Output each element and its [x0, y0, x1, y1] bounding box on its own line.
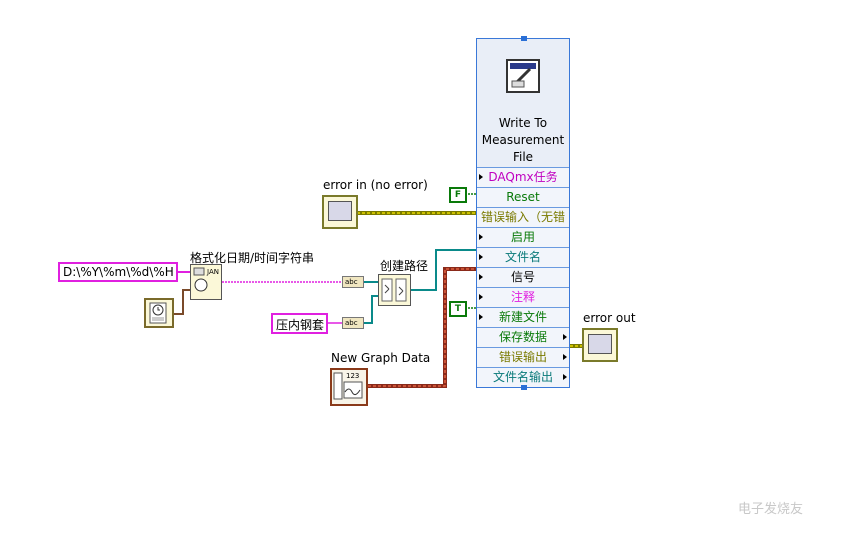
terminal-label: 保存数据 [498, 330, 547, 344]
terminal-label: 错误输入（无错 [480, 210, 565, 224]
terminal-row[interactable]: 信号 [477, 267, 569, 287]
calendar-clock-icon [193, 267, 208, 292]
format-datetime-label: 格式化日期/时间字符串 [190, 251, 315, 265]
new-file-true-constant[interactable]: T [449, 301, 467, 317]
error-out-indicator[interactable] [582, 328, 618, 362]
input-arrow-icon [479, 254, 483, 260]
express-vi-header: Write To Measurement File [477, 39, 569, 167]
resize-handle-bottom[interactable] [521, 385, 527, 390]
terminal-list: DAQmx任务 Reset 错误输入（无错启用文件名信号注释新建文件保存数据错误输出… [477, 167, 569, 387]
terminal-label: 启用 [510, 230, 535, 244]
input-arrow-icon [479, 234, 483, 240]
terminal-row[interactable]: 错误输入（无错 [477, 207, 569, 227]
error-cluster-icon [588, 334, 612, 354]
input-arrow-icon [479, 314, 483, 320]
terminal-label: 信号 [510, 270, 535, 284]
waveform-icon [333, 372, 363, 400]
error-cluster-icon [328, 201, 352, 221]
watermark-logo: 电子发烧友 [738, 502, 804, 517]
error-out-label: error out [583, 311, 636, 325]
write-file-icon [506, 59, 540, 93]
express-vi-title: Write To Measurement File [481, 116, 565, 164]
format-datetime-node[interactable]: JAN [190, 264, 222, 300]
format-node-text: JAN [207, 268, 219, 276]
terminal-row[interactable]: 文件名 [477, 247, 569, 267]
terminal-label: 错误输出 [498, 350, 547, 364]
terminal-label: 文件名 [504, 250, 541, 264]
get-datetime-node[interactable] [144, 298, 174, 328]
output-arrow-icon [563, 354, 567, 360]
build-path-node[interactable] [378, 274, 411, 306]
output-arrow-icon [563, 334, 567, 340]
graph-indicator-text: 123 [346, 372, 360, 380]
name-string-constant[interactable]: 压内钢套 [271, 313, 328, 334]
output-arrow-icon [563, 374, 567, 380]
format-string-constant[interactable]: D:\%Y\%m\%d\%H [58, 262, 178, 282]
new-graph-data-label: New Graph Data [331, 351, 431, 365]
input-arrow-icon [479, 274, 483, 280]
terminal-row[interactable]: 保存数据 [477, 327, 569, 347]
terminal-label: 文件名输出 [492, 370, 553, 384]
error-in-control[interactable] [322, 195, 358, 229]
terminal-row[interactable]: 启用 [477, 227, 569, 247]
terminal-row[interactable]: DAQmx任务 [477, 167, 569, 187]
terminal-row[interactable]: Reset [477, 187, 569, 207]
resize-handle-top[interactable] [521, 36, 527, 41]
path-join-icon [381, 278, 407, 302]
input-arrow-icon [479, 174, 483, 180]
terminal-row[interactable]: 错误输出 [477, 347, 569, 367]
terminal-row[interactable]: 注释 [477, 287, 569, 307]
clock-icon [149, 302, 167, 324]
new-graph-data-control[interactable]: 123 [330, 368, 368, 406]
terminal-row[interactable]: 新建文件 [477, 307, 569, 327]
build-path-label: 创建路径 [380, 259, 429, 273]
string-to-path-node-1[interactable]: abc [342, 276, 364, 288]
terminal-label: Reset [506, 190, 540, 204]
terminal-row[interactable]: 文件名输出 [477, 367, 569, 387]
terminal-label: DAQmx任务 [488, 170, 558, 184]
error-in-label: error in (no error) [323, 178, 428, 192]
write-to-measurement-file-node[interactable]: Write To Measurement File DAQmx任务 Reset 错误… [476, 36, 570, 390]
reset-false-constant[interactable]: F [449, 187, 467, 203]
terminal-label: 注释 [510, 290, 535, 304]
input-arrow-icon [479, 294, 483, 300]
terminal-label: 新建文件 [498, 310, 547, 324]
string-to-path-node-2[interactable]: abc [342, 317, 364, 329]
